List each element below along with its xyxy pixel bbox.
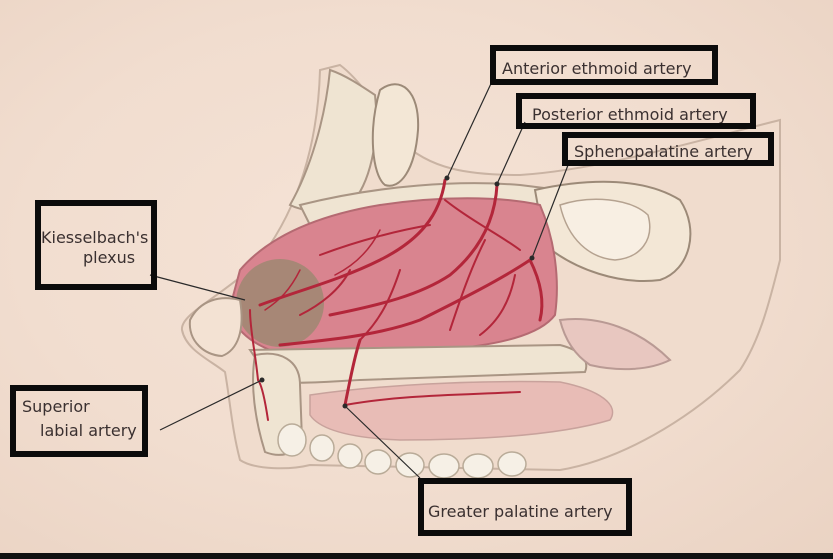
label-text-line2: plexus: [41, 248, 151, 268]
label-text: Posterior ethmoid artery: [532, 105, 750, 125]
bottom-border: [0, 553, 833, 559]
label-superior-labial-artery: Superior labial artery: [10, 385, 148, 457]
label-text-line1: Superior: [22, 397, 142, 417]
kiesselbach-plexus-highlight: [236, 259, 324, 347]
label-sphenopalatine-artery: Sphenopalatine artery: [562, 132, 774, 166]
label-anterior-ethmoid-artery: Anterior ethmoid artery: [490, 45, 718, 85]
label-text-line1: Kiesselbach's: [41, 228, 151, 248]
label-text: Anterior ethmoid artery: [502, 59, 712, 79]
label-text-line2: labial artery: [22, 421, 142, 441]
label-text: Sphenopalatine artery: [574, 142, 768, 162]
label-text: Greater palatine artery: [428, 502, 626, 522]
label-posterior-ethmoid-artery: Posterior ethmoid artery: [516, 93, 756, 129]
label-greater-palatine-artery: Greater palatine artery: [418, 478, 632, 536]
label-kiesselbach-plexus: Kiesselbach's plexus: [35, 200, 157, 290]
